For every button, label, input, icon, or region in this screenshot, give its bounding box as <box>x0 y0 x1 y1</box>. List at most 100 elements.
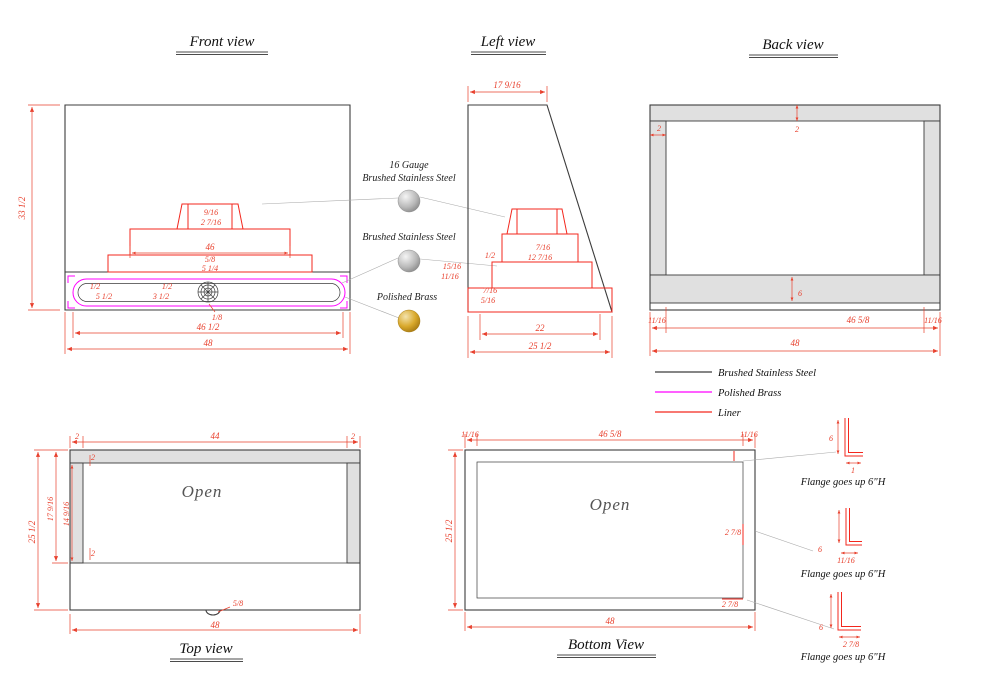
bottom-detail-leader-lines <box>742 451 837 630</box>
front-liner-stack <box>107 203 313 273</box>
polished-brass-swatch <box>397 309 421 333</box>
top-view-title: Top view <box>179 641 232 657</box>
callout-leader-lines <box>261 196 506 319</box>
front-shelf-frac-dim: 5/8 <box>205 255 215 264</box>
front-duct-width-dim: 2 7/16 <box>201 218 221 227</box>
top-outline <box>69 449 361 611</box>
top-total-depth-dim: 25 1/2 <box>27 520 37 543</box>
back-total-width-dim: 48 <box>791 338 801 348</box>
top-right-wall <box>346 462 361 564</box>
front-title-underline <box>176 51 268 55</box>
back-band-height-dim: 6 <box>798 289 802 298</box>
left-step-a-dim: 15/16 <box>443 262 461 271</box>
top-wall-top-dim: 2 <box>91 453 95 462</box>
bottom-flange-marks <box>722 451 744 600</box>
flange-detail-top: 6 1 Flange goes up 6"H <box>800 418 887 488</box>
top-wall-bottom-dim: 2 <box>91 549 95 558</box>
left-liner-stack <box>467 208 613 313</box>
legend-label-steel: Brushed Stainless Steel <box>718 368 816 379</box>
front-brass-trim-inner <box>77 283 341 302</box>
front-view-title: Front view <box>189 34 255 50</box>
material-callouts: 16 Gauge Brushed Stainless Steel Brushed… <box>261 160 506 333</box>
gauge-callout-material: Brushed Stainless Steel <box>362 173 456 184</box>
left-step-c-dim: 7/16 <box>483 286 497 295</box>
front-band-left-h-dim: 1/2 <box>90 282 100 291</box>
front-shelf-depth-dim: 5 1/4 <box>202 264 218 273</box>
back-margin-right-dim: 11/16 <box>924 316 942 325</box>
front-view: Front view 33 1/2 9/16 2 7/16 46 5/8 5 1… <box>17 34 351 354</box>
top-back-wall <box>69 449 361 464</box>
left-total-depth-dim: 25 1/2 <box>529 341 552 351</box>
gauge-callout-title: 16 Gauge <box>389 160 429 171</box>
front-knob-dim: 1/8 <box>212 313 222 322</box>
legend-label-brass: Polished Brass <box>717 388 781 399</box>
bottom-view: Bottom View Open 11/16 46 5/8 11/16 25 1… <box>444 429 837 658</box>
stainless-steel-swatch-1 <box>397 189 421 213</box>
flange-detail-bottom: 6 2 7/8 Flange goes up 6"H <box>800 592 887 663</box>
stainless-steel-swatch-2 <box>397 249 421 273</box>
front-band-left-w-dim: 5 1/2 <box>96 292 112 301</box>
bottom-total-width-dim: 48 <box>606 616 616 626</box>
left-top-width-dim: 17 9/16 <box>493 80 521 90</box>
left-view-title: Left view <box>480 34 536 50</box>
front-brass-trim-outer <box>72 278 346 307</box>
top-open-label: Open <box>182 482 223 501</box>
back-wall-left-dim: 2 <box>657 124 661 133</box>
flange-profile-top <box>844 418 863 457</box>
top-opening-width-dim: 44 <box>211 431 221 441</box>
left-view: Left view 17 9/16 1/2 7/16 12 7/16 15/16… <box>441 34 613 358</box>
bottom-margin-left-dim: 11/16 <box>461 430 479 439</box>
back-left-wall <box>649 120 667 276</box>
top-extension-lines <box>34 436 361 634</box>
flange-top-width-dim: 1 <box>851 466 855 475</box>
back-right-wall <box>923 120 941 276</box>
front-band-mid-h-dim: 1/2 <box>162 282 172 291</box>
bottom-opening-width-dim: 46 5/8 <box>599 429 622 439</box>
flange-bot-width-dim: 2 7/8 <box>843 640 859 649</box>
flange-top-height-dim: 6 <box>829 434 833 443</box>
bottom-flange-mid-dim: 2 7/8 <box>725 528 741 537</box>
back-top-wall <box>649 104 941 122</box>
back-extension-lines <box>649 307 941 356</box>
flange-profile-middle <box>845 508 862 546</box>
left-duct-b-dim: 12 7/16 <box>528 253 552 262</box>
bottom-flange-bottom-dim: 2 7/8 <box>722 600 738 609</box>
flange-mid-height-dim: 6 <box>818 545 822 554</box>
front-knob-knurl <box>198 282 218 302</box>
front-trim-corner-marks <box>67 275 348 309</box>
top-inner-depth-b-dim: 14 9/16 <box>62 502 71 526</box>
top-handle-bump <box>205 609 221 616</box>
bottom-open-label: Open <box>590 495 631 514</box>
flange-top-note: Flange goes up 6"H <box>800 477 887 488</box>
legend-label-liner: Liner <box>717 408 742 419</box>
front-extension-lines <box>28 104 351 354</box>
flange-detail-middle: 6 11/16 Flange goes up 6"H <box>800 508 887 580</box>
flange-profile-bottom <box>837 592 861 631</box>
flange-bot-height-dim: 6 <box>819 623 823 632</box>
top-title-underline <box>170 658 243 662</box>
back-view-title: Back view <box>762 37 823 53</box>
top-total-width-dim: 48 <box>211 620 221 630</box>
front-total-width-dim: 48 <box>204 338 214 348</box>
legend: Brushed Stainless Steel Polished Brass L… <box>655 368 816 419</box>
front-band-mid-w-dim: 3 1/2 <box>152 292 169 301</box>
left-step-b-dim: 11/16 <box>441 272 459 281</box>
bottom-inner-frame <box>476 461 744 599</box>
bottom-total-depth-dim: 25 1/2 <box>444 519 454 542</box>
left-step-d-dim: 5/16 <box>481 296 495 305</box>
left-title-underline <box>471 51 546 55</box>
front-shelf-width-dim: 46 <box>206 242 216 252</box>
flange-mid-note: Flange goes up 6"H <box>800 569 887 580</box>
flange-mid-width-dim: 11/16 <box>837 556 855 565</box>
bottom-title-underline <box>557 654 656 658</box>
top-view: Top view Open 2 44 2 25 1/2 17 9/16 14 9… <box>27 431 361 662</box>
left-lip-dim: 1/2 <box>485 251 495 260</box>
front-height-dim: 33 1/2 <box>17 196 27 220</box>
front-knob <box>197 281 219 303</box>
top-handle-dim: 5/8 <box>233 599 243 608</box>
flange-bot-note: Flange goes up 6"H <box>800 652 887 663</box>
top-margin-right-dim: 2 <box>351 432 355 441</box>
front-inner-width-dim: 46 1/2 <box>197 322 220 332</box>
